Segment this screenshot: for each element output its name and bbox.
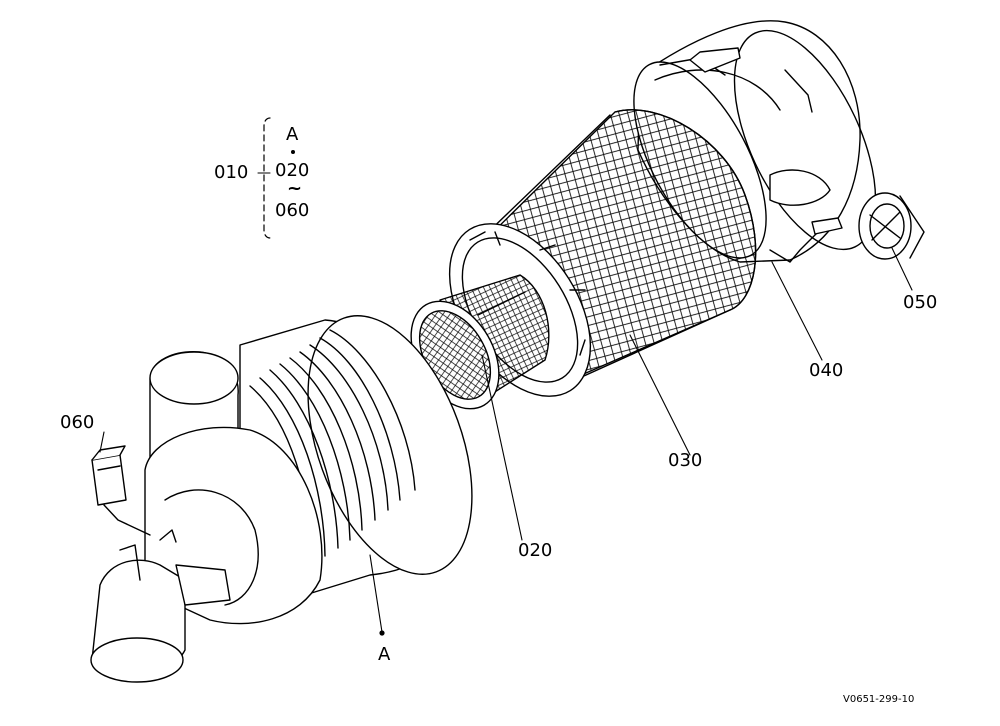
callout-060: 060 [60, 412, 95, 433]
callout-A: A [378, 644, 391, 665]
callout-030: 030 [668, 450, 703, 471]
group-bracket [263, 117, 271, 239]
callout-020: 020 [518, 540, 553, 561]
leader-lines [99, 172, 913, 633]
callout-040: 040 [809, 360, 844, 381]
evacuator-valve-part [858, 192, 925, 260]
label-group-from: 020 [275, 160, 310, 181]
group-dot [291, 150, 295, 154]
air-cleaner-body-part [90, 315, 473, 683]
drawing-code: V0651-299-10 [843, 694, 915, 705]
label-parent-ref: 010 [214, 162, 249, 183]
label-group-range: ~ [287, 178, 303, 199]
label-group-to: 060 [275, 200, 310, 221]
label-group-top: A [286, 124, 299, 145]
restriction-sensor-part [91, 445, 151, 536]
callout-dot-A [379, 630, 385, 636]
callout-050: 050 [903, 292, 938, 313]
